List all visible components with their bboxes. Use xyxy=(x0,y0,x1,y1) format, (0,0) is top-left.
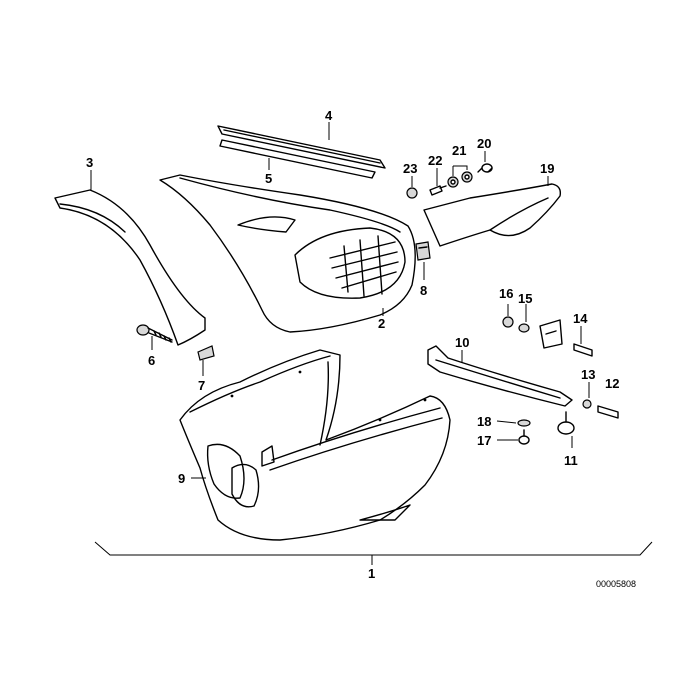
callout-2: 2 xyxy=(378,316,385,331)
callout-12: 12 xyxy=(605,376,619,391)
callout-6: 6 xyxy=(148,353,155,368)
part-6-screw xyxy=(136,324,173,343)
part-22-bolt xyxy=(429,185,447,196)
part-23-nut xyxy=(406,187,418,199)
callout-11: 11 xyxy=(564,453,578,468)
leader-lines xyxy=(90,122,590,479)
callout-4: 4 xyxy=(325,108,333,123)
part-19-side-panel xyxy=(423,183,562,247)
part-15-washer xyxy=(518,323,530,333)
part-7-clip xyxy=(197,345,215,361)
part-4-trim-strip xyxy=(217,125,386,169)
callout-15: 15 xyxy=(518,291,532,306)
callout-13: 13 xyxy=(581,367,595,382)
part-14-bracket xyxy=(539,319,593,357)
part-18-washer xyxy=(517,419,531,427)
part-1-group-bracket xyxy=(94,541,653,565)
part-21-washer-nut xyxy=(447,171,473,188)
callout-labels: 1 2 3 4 5 6 7 8 9 10 11 12 13 14 15 16 1… xyxy=(86,108,636,589)
part-10-bracket xyxy=(427,345,573,407)
callout-16: 16 xyxy=(499,286,513,301)
part-11-mount xyxy=(557,411,575,435)
callout-14: 14 xyxy=(573,311,588,326)
callout-8: 8 xyxy=(420,283,427,298)
part-13-washer xyxy=(582,399,592,409)
part-16-nut xyxy=(502,316,514,328)
document-number: 00005808 xyxy=(596,579,636,589)
part-3-side-panel xyxy=(54,189,206,346)
part-8-clip xyxy=(415,241,431,261)
part-9-lower-fairing xyxy=(179,349,451,541)
callout-1: 1 xyxy=(368,566,375,581)
callout-7: 7 xyxy=(198,378,205,393)
part-17-screw xyxy=(518,429,530,445)
callout-19: 19 xyxy=(540,161,554,176)
part-20-grommet xyxy=(477,163,493,173)
callout-21: 21 xyxy=(452,143,466,158)
callout-10: 10 xyxy=(455,335,469,350)
callout-20: 20 xyxy=(477,136,491,151)
callout-9: 9 xyxy=(178,471,185,486)
callout-18: 18 xyxy=(477,414,491,429)
callout-5: 5 xyxy=(265,171,272,186)
callout-22: 22 xyxy=(428,153,442,168)
callout-17: 17 xyxy=(477,433,491,448)
callout-23: 23 xyxy=(403,161,417,176)
part-2-side-fairing xyxy=(159,174,416,333)
callout-3: 3 xyxy=(86,155,93,170)
part-12-bolt xyxy=(597,405,619,419)
part-5-trim-strip xyxy=(219,139,376,179)
